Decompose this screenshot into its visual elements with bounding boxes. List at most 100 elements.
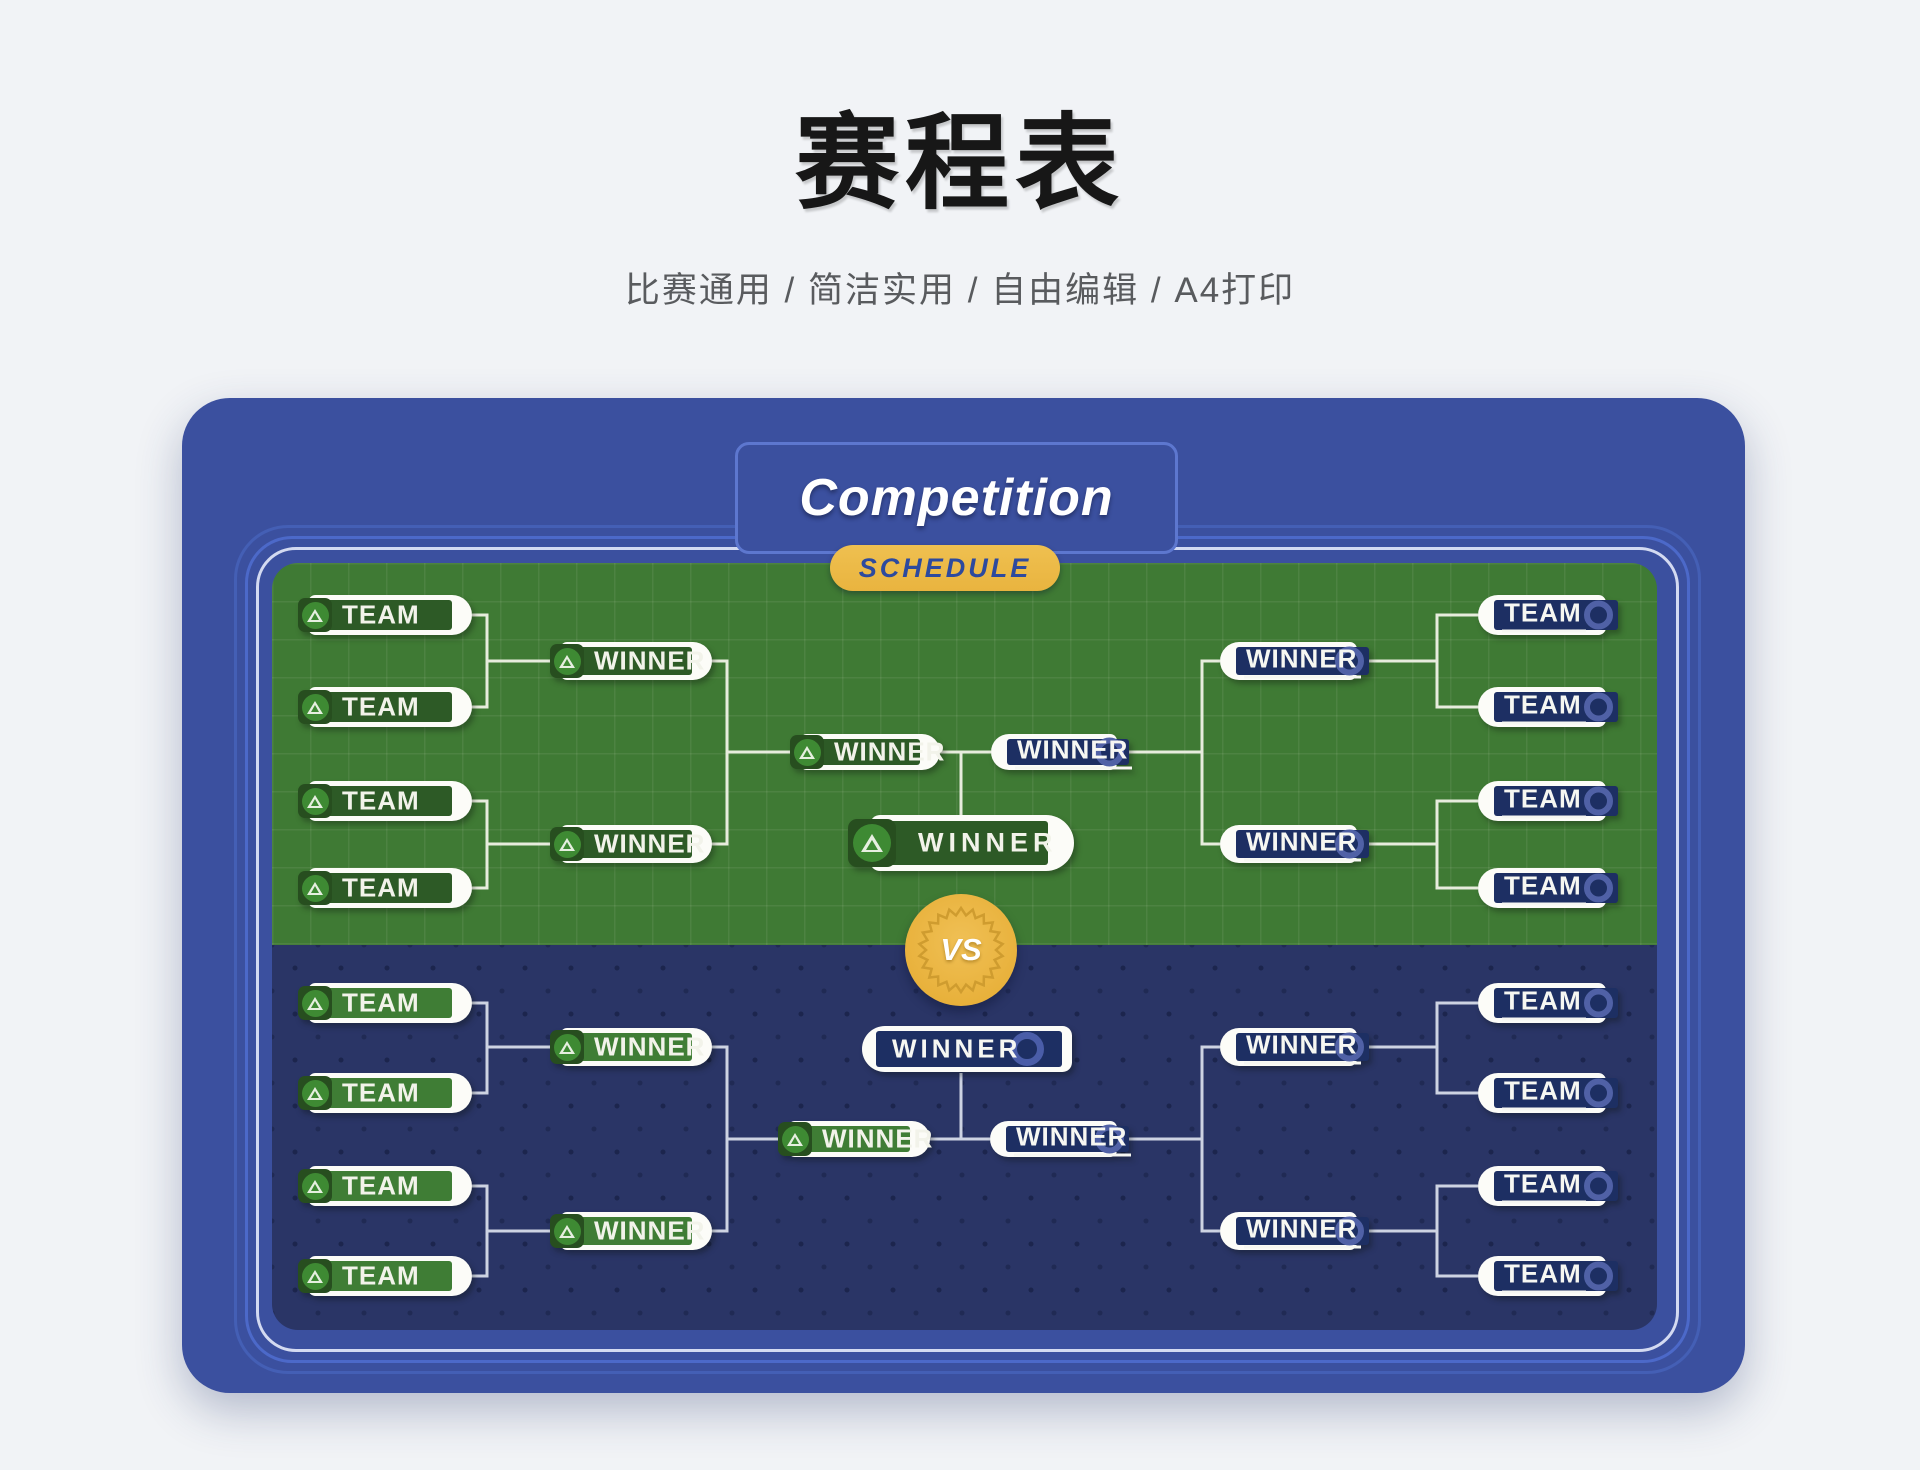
team-label: TEAM bbox=[1502, 690, 1586, 725]
team-label: TEAM bbox=[342, 691, 420, 722]
team-triangle-icon bbox=[848, 819, 896, 867]
box-bar bbox=[312, 786, 452, 816]
bracket-panel: TEAM TEAM TEAM TEAM WINNER WINNER WINNER WINNER… bbox=[272, 563, 1657, 1330]
team-box: TEAM bbox=[298, 687, 472, 727]
team-label: TEAM bbox=[1502, 1169, 1586, 1204]
winner-ring-icon bbox=[1584, 1261, 1613, 1291]
team-label: TEAM bbox=[342, 1170, 420, 1201]
winner-ring-icon bbox=[1584, 786, 1613, 816]
winner-label: WINNER bbox=[1244, 1030, 1362, 1065]
schedule-pill-label: SCHEDULE bbox=[858, 552, 1032, 583]
team-box: TEAM bbox=[298, 781, 472, 821]
box-bar bbox=[1236, 829, 1369, 859]
winner-label: WINNER bbox=[1014, 1122, 1132, 1157]
team-box: TEAM bbox=[298, 868, 472, 908]
winner-box: WINNER bbox=[550, 825, 712, 863]
box-bar bbox=[876, 1031, 1062, 1067]
page-title: 赛程表 bbox=[794, 106, 1125, 222]
winner-ring-icon bbox=[1335, 829, 1364, 859]
team-triangle-icon bbox=[298, 986, 332, 1020]
team-triangle-icon bbox=[778, 1122, 812, 1156]
box-bar bbox=[1007, 737, 1129, 767]
winner-box: WINNER bbox=[1220, 642, 1369, 680]
box-bar bbox=[564, 1033, 692, 1061]
box-bar bbox=[1494, 1261, 1618, 1291]
vs-starburst-icon bbox=[917, 905, 1005, 995]
winner-ring-icon bbox=[1584, 873, 1613, 903]
winner-label: WINNER bbox=[594, 1031, 706, 1062]
winner-ring-icon bbox=[1335, 1032, 1364, 1062]
team-box: TEAM bbox=[1478, 868, 1618, 908]
team-box: TEAM bbox=[298, 983, 472, 1023]
winner-box: WINNER bbox=[1220, 825, 1369, 863]
team-box: TEAM bbox=[1478, 1256, 1618, 1296]
team-box: TEAM bbox=[298, 1166, 472, 1206]
team-triangle-icon bbox=[298, 1076, 332, 1110]
team-box: TEAM bbox=[1478, 687, 1618, 727]
team-box: TEAM bbox=[1478, 595, 1618, 635]
team-box: TEAM bbox=[1478, 781, 1618, 821]
competition-banner: Competition bbox=[735, 442, 1178, 554]
box-bar bbox=[312, 1261, 452, 1291]
winner-box: WINNER bbox=[990, 1121, 1132, 1157]
box-bar bbox=[564, 830, 692, 858]
competition-banner-title: Competition bbox=[799, 469, 1114, 527]
winner-label: WINNER bbox=[1015, 735, 1133, 770]
team-triangle-icon bbox=[298, 598, 332, 632]
winner-label: WINNER bbox=[1244, 644, 1362, 679]
box-bar bbox=[312, 1078, 452, 1108]
box-bar bbox=[312, 873, 452, 903]
winner-ring-icon bbox=[1584, 692, 1613, 722]
team-box: TEAM bbox=[298, 1073, 472, 1113]
box-bar bbox=[312, 692, 452, 722]
team-triangle-icon bbox=[550, 644, 584, 678]
champion-box: WINNER bbox=[862, 1026, 1072, 1072]
vs-label: VS bbox=[940, 932, 982, 967]
winner-label: WINNER bbox=[918, 827, 1058, 858]
box-bar bbox=[564, 647, 692, 675]
schedule-poster-card: Competition SCHEDULE bbox=[182, 398, 1745, 1393]
team-triangle-icon bbox=[550, 1214, 584, 1248]
winner-label: WINNER bbox=[822, 1123, 934, 1154]
bracket-connectors bbox=[472, 613, 1478, 1278]
winner-box: WINNER bbox=[1220, 1028, 1369, 1066]
winner-label: WINNER bbox=[594, 828, 706, 859]
box-bar bbox=[1494, 873, 1618, 903]
team-label: TEAM bbox=[1502, 986, 1586, 1021]
winner-ring-icon bbox=[1010, 1032, 1044, 1066]
team-label: TEAM bbox=[342, 987, 420, 1018]
team-label: TEAM bbox=[342, 1077, 420, 1108]
winner-ring-icon bbox=[1584, 988, 1613, 1018]
team-triangle-icon bbox=[298, 784, 332, 818]
box-bar bbox=[1236, 1032, 1369, 1062]
winner-label: WINNER bbox=[834, 736, 946, 767]
team-box: TEAM bbox=[298, 595, 472, 635]
box-bar bbox=[1494, 786, 1618, 816]
team-triangle-icon bbox=[298, 1259, 332, 1293]
team-triangle-icon bbox=[298, 871, 332, 905]
schedule-pill: SCHEDULE bbox=[830, 545, 1060, 591]
winner-ring-icon bbox=[1335, 646, 1364, 676]
box-bar bbox=[1006, 1124, 1129, 1154]
team-label: TEAM bbox=[1502, 784, 1586, 819]
team-label: TEAM bbox=[1502, 1259, 1586, 1294]
box-bar bbox=[312, 988, 452, 1018]
box-bar bbox=[1494, 988, 1618, 1018]
team-box: TEAM bbox=[1478, 1073, 1618, 1113]
box-bar bbox=[1494, 1171, 1618, 1201]
champion-box: WINNER bbox=[848, 815, 1074, 871]
box-bar bbox=[312, 600, 452, 630]
team-label: TEAM bbox=[342, 599, 420, 630]
team-box: TEAM bbox=[1478, 1166, 1618, 1206]
team-triangle-icon bbox=[298, 1169, 332, 1203]
team-box: TEAM bbox=[298, 1256, 472, 1296]
winner-box: WINNER bbox=[550, 1212, 712, 1250]
winner-box: WINNER bbox=[550, 1028, 712, 1066]
team-triangle-icon bbox=[550, 1030, 584, 1064]
box-bar bbox=[564, 1217, 692, 1245]
winner-box: WINNER bbox=[991, 734, 1133, 770]
winner-ring-icon bbox=[1335, 1216, 1364, 1246]
box-bar bbox=[1494, 600, 1618, 630]
winner-box: WINNER bbox=[1220, 1212, 1369, 1250]
